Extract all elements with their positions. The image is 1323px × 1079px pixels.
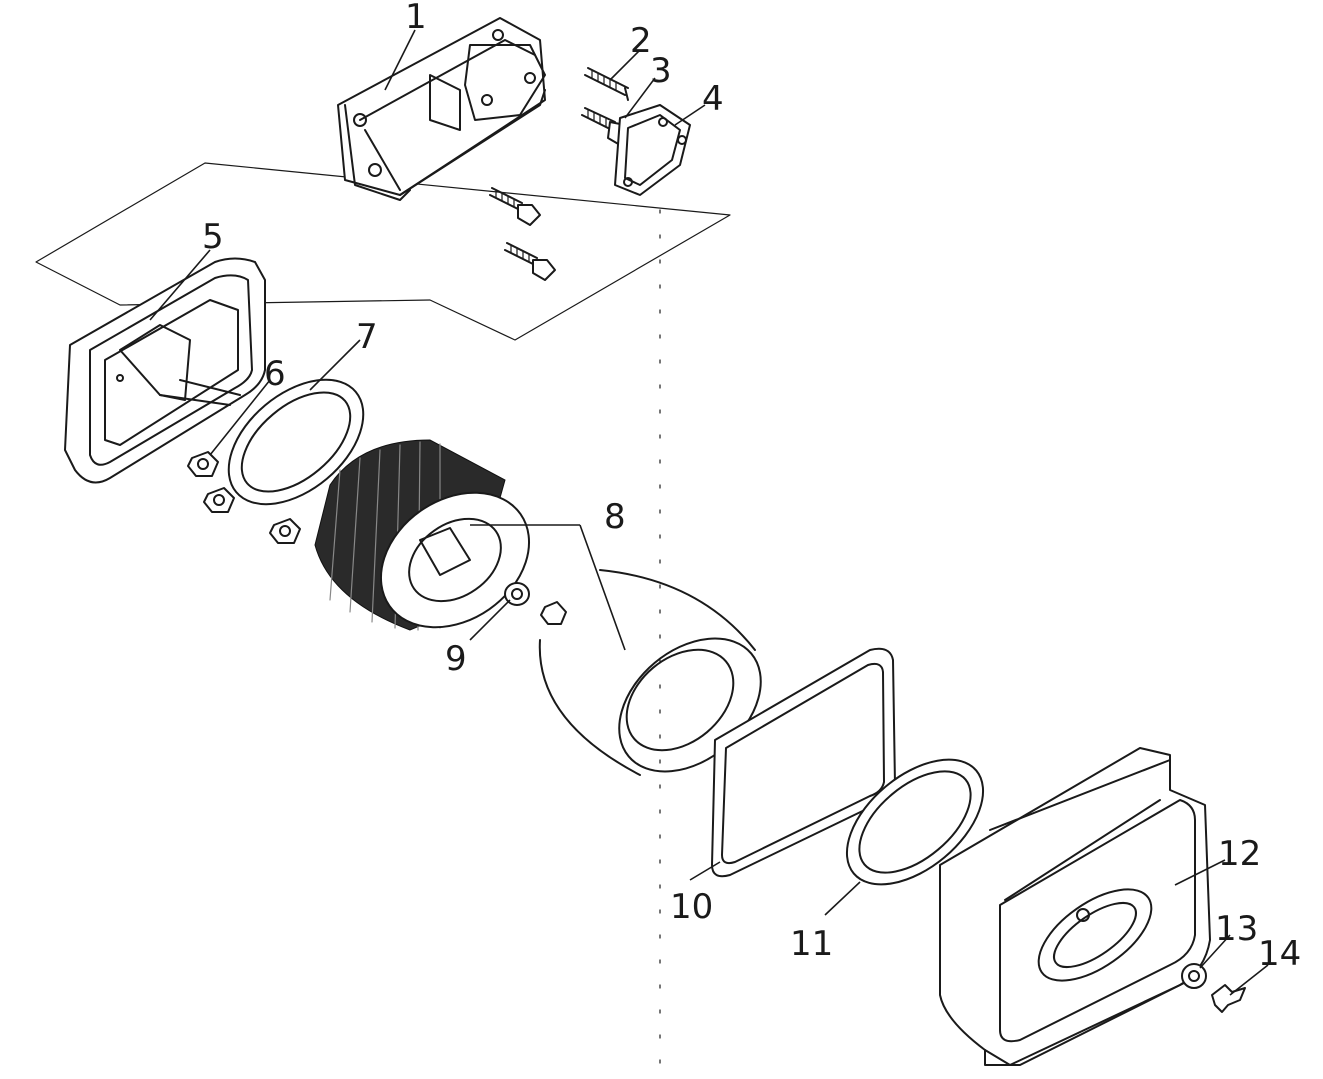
air-cleaner-base-part — [64, 257, 266, 484]
assembly-plane-outline — [35, 162, 731, 341]
callout-6: 6 — [264, 354, 286, 394]
callout-14: 14 — [1258, 934, 1301, 974]
callout-8: 8 — [604, 497, 626, 537]
callout-5: 5 — [202, 217, 224, 257]
mounting-bolts — [489, 187, 556, 281]
callout-9: 9 — [445, 639, 467, 679]
oval-seal-part — [845, 758, 985, 886]
leader-lines — [149, 29, 1269, 996]
stud-part — [584, 67, 629, 101]
bracket-part — [337, 17, 546, 201]
cover-part — [939, 747, 1211, 1066]
filter-element-part — [314, 439, 531, 631]
wing-nut-part — [1211, 984, 1246, 1013]
callout-7: 7 — [356, 317, 378, 357]
callout-2: 2 — [630, 21, 652, 61]
callout-3: 3 — [650, 51, 672, 91]
gasket-part — [614, 104, 691, 196]
washer-part — [1181, 963, 1207, 989]
callout-12: 12 — [1218, 834, 1261, 874]
oval-gasket-part — [227, 378, 365, 506]
callout-4: 4 — [702, 79, 724, 119]
small-nuts-part — [187, 451, 301, 544]
callout-1: 1 — [405, 0, 427, 37]
callout-13: 13 — [1215, 909, 1258, 949]
callout-10: 10 — [670, 887, 713, 927]
callout-11: 11 — [790, 924, 833, 964]
washer-nut-part — [504, 582, 567, 625]
